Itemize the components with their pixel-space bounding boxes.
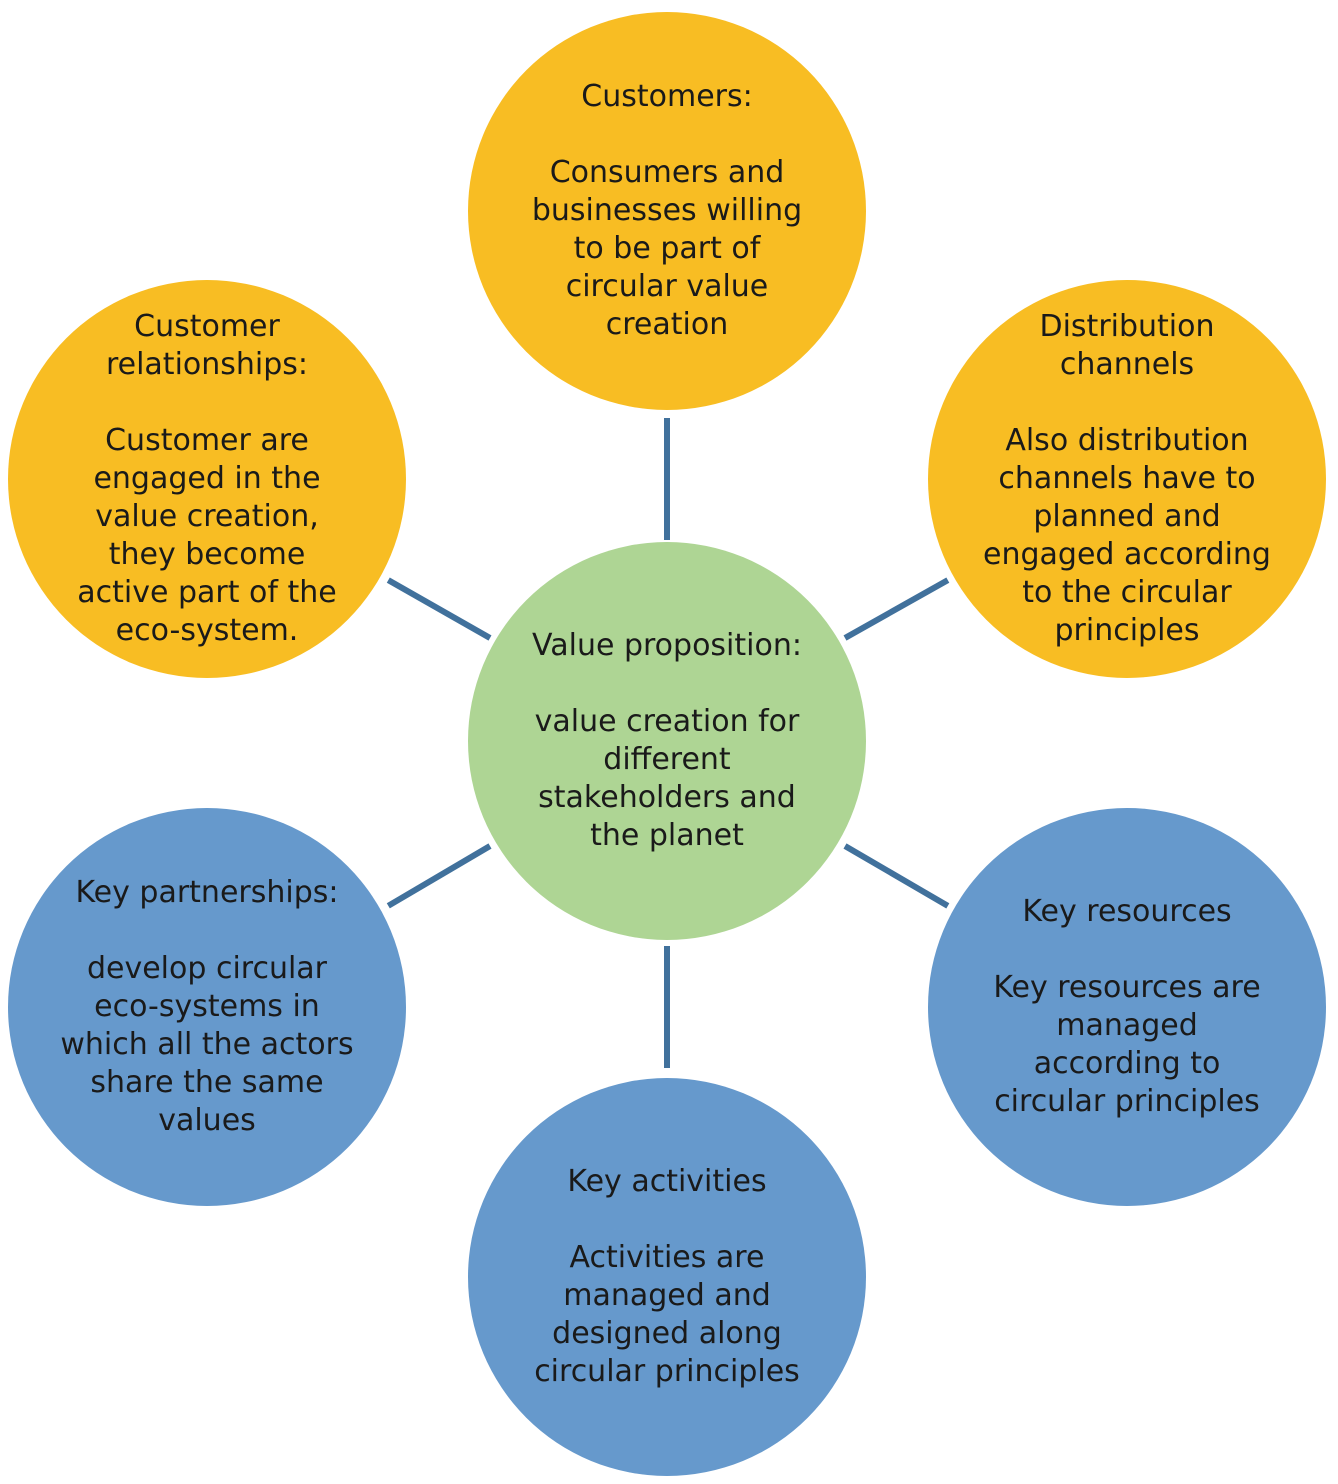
connector-key-resources xyxy=(843,843,950,909)
distribution-channels-node: Distribution channels Also distribution … xyxy=(928,280,1326,678)
customers-text: Customers: Consumers and businesses will… xyxy=(531,79,803,342)
connector-key-partnerships xyxy=(386,843,492,909)
key-activities-text: Key activities Activities are managed an… xyxy=(534,1164,800,1389)
connector-customers xyxy=(664,418,670,540)
value-proposition-text: Value proposition: value creation for di… xyxy=(532,628,802,853)
connector-key-activities xyxy=(664,946,670,1068)
customers-node: Customers: Consumers and businesses will… xyxy=(468,12,866,410)
key-partnerships-node: Key partnerships: develop circular eco-s… xyxy=(8,808,406,1206)
key-activities-node: Key activities Activities are managed an… xyxy=(468,1078,866,1476)
key-resources-node: Key resources Key resources are managed … xyxy=(928,808,1326,1206)
customer-relationships-text: Customer relationships: Customer are eng… xyxy=(77,309,337,648)
key-partnerships-text: Key partnerships: develop circular eco-s… xyxy=(60,875,354,1138)
distribution-channels-text: Distribution channels Also distribution … xyxy=(983,309,1271,648)
value-proposition-node: Value proposition: value creation for di… xyxy=(468,542,866,940)
connector-customer-relationships xyxy=(386,577,492,641)
customer-relationships-node: Customer relationships: Customer are eng… xyxy=(8,280,406,678)
connector-distribution-channels xyxy=(843,577,950,641)
key-resources-text: Key resources Key resources are managed … xyxy=(993,894,1261,1119)
